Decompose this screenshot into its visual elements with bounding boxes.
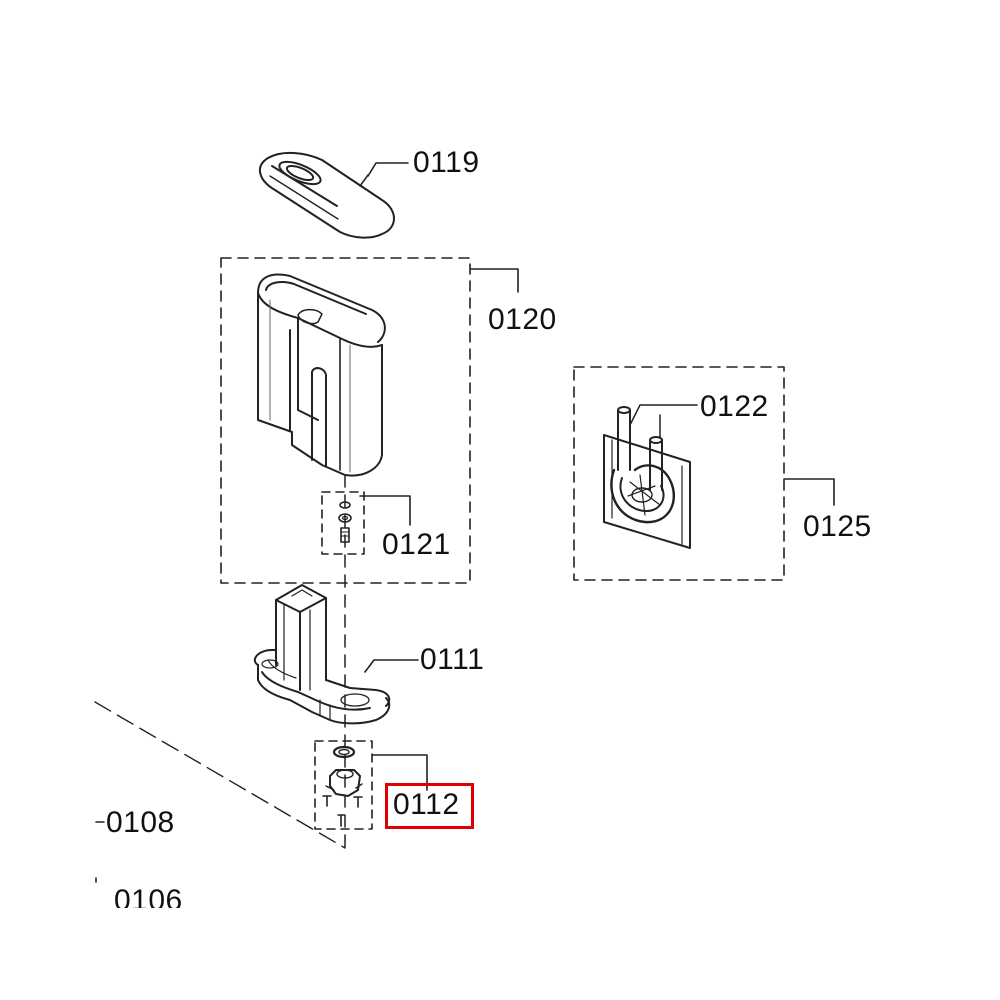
leader-0125 bbox=[783, 478, 835, 506]
highlight-box-0112 bbox=[385, 783, 474, 829]
leader-0122a bbox=[629, 404, 698, 426]
label-0122: 0122 bbox=[700, 390, 769, 423]
label-0120: 0120 bbox=[488, 303, 557, 336]
heating-unit-part-0122 bbox=[603, 406, 691, 549]
group-box-0121 bbox=[321, 491, 365, 555]
leader-0119 bbox=[367, 162, 409, 177]
lid-seal-part-0119 bbox=[259, 152, 395, 239]
group-box-0112 bbox=[314, 740, 373, 830]
connector-kit-part-0112 bbox=[322, 745, 363, 827]
label-0119: 0119 bbox=[413, 146, 480, 179]
leader-0120 bbox=[469, 268, 519, 293]
label-0112: 0112 bbox=[393, 788, 460, 821]
label-0108: 0108 bbox=[106, 806, 175, 839]
leader-0111 bbox=[364, 659, 419, 673]
group-box-0125 bbox=[573, 366, 785, 581]
label-0111: 0111 bbox=[420, 643, 485, 676]
water-tank-part-0120 bbox=[257, 273, 386, 477]
label-0121: 0121 bbox=[382, 528, 451, 561]
perspective-line-0108 bbox=[94, 701, 346, 849]
leader-0112 bbox=[371, 754, 428, 791]
label-0125: 0125 bbox=[803, 510, 872, 543]
label-0106: 0106 bbox=[114, 886, 183, 908]
tank-base-part-0111 bbox=[253, 584, 391, 725]
leader-0121 bbox=[359, 495, 411, 526]
